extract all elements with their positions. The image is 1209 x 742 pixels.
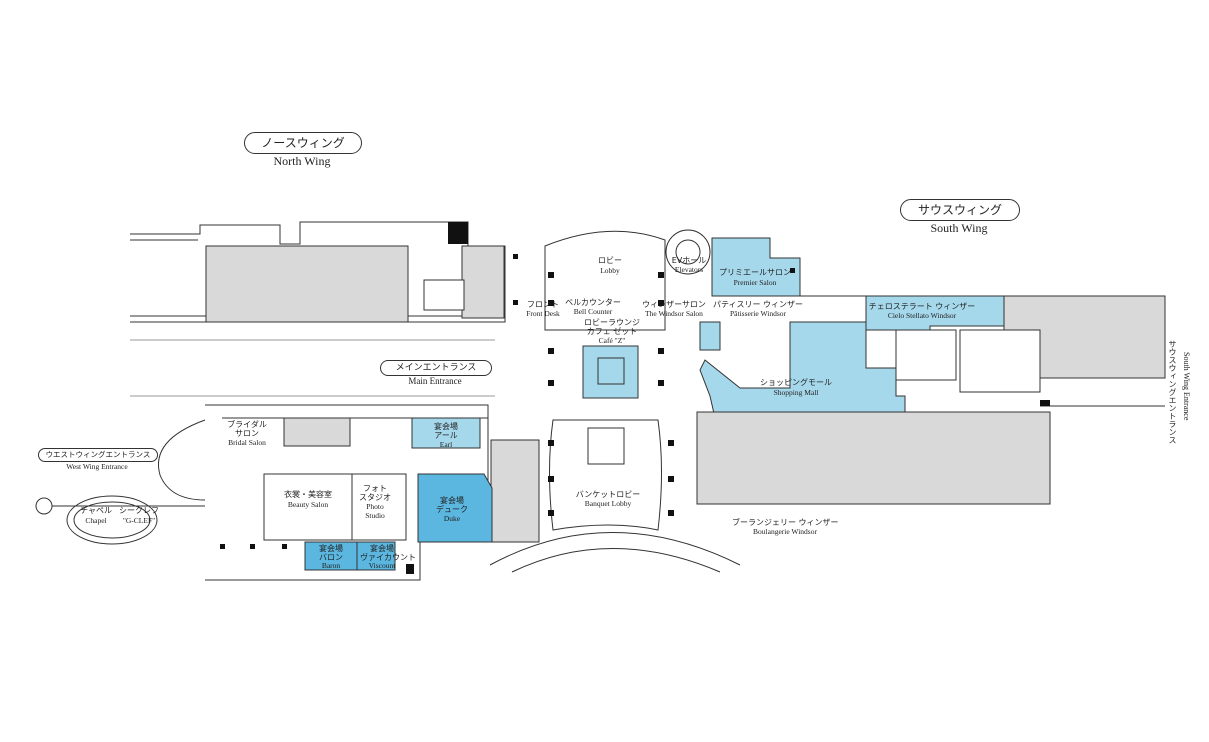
shopping-mall-label-en: Shopping Mall: [773, 388, 819, 397]
chapel-ring-outer: [66, 495, 158, 545]
west-entrance-label-en: West Wing Entrance: [66, 462, 128, 471]
ev-hall-label-jp: EVホール: [671, 256, 707, 265]
lobby-label-jp: ロビー: [598, 256, 622, 265]
baron-label-jp-1: 宴会場: [319, 544, 343, 553]
banquet-entrance-arc: [489, 532, 741, 566]
north-wing-annex: [461, 245, 505, 319]
chapel-label-jp: チャペル: [80, 506, 112, 515]
gclef-label-jp: シークレフ: [119, 506, 159, 515]
south-wing-rooms: [895, 329, 957, 381]
shopping-mall-label-jp: ショッピングモール: [760, 378, 832, 387]
north-wing-hall: [205, 245, 409, 323]
lobby-area: [544, 230, 666, 331]
viscount-label-jp-2: ヴァイカウント: [360, 553, 416, 562]
banquet-lobby-label-jp: バンケットロビー: [575, 490, 641, 499]
bell-counter-label-en: Bell Counter: [573, 307, 613, 316]
photo-studio-label-jp-2: スタジオ: [359, 493, 391, 502]
photo-studio-area: [351, 473, 407, 541]
south-entrance-label-jp: サウスウィングエントランス: [1168, 340, 1177, 444]
north-wing-block: [448, 222, 468, 244]
north-wing-label-en: North Wing: [273, 154, 331, 168]
south-wing-rooms-2: [959, 329, 1041, 393]
cielo-stellato-label-jp: チェロステラート ウィンザー: [868, 302, 976, 311]
baron-label-jp-2: バロン: [319, 553, 343, 562]
beauty-salon-area: [263, 473, 353, 541]
duke-area: [417, 473, 493, 543]
main-entrance-label-jp: メインエントランス: [380, 360, 492, 376]
photo-studio-label-en-1: Photo: [366, 502, 384, 511]
west-wing-arc: [158, 419, 206, 501]
baron-label-en: Baron: [321, 561, 341, 570]
cafe-z-label-jp-2: カフェ ゼット: [586, 327, 638, 336]
south-wing-label-en: South Wing: [930, 221, 988, 235]
elevator-core: [675, 239, 701, 265]
pillars: [220, 254, 1050, 574]
main-entrance-label-en: Main Entrance: [408, 376, 462, 386]
bridal-salon-label-jp-2: サロン: [235, 429, 259, 438]
premier-salon-label-jp: プリミエールサロン: [719, 268, 791, 277]
ev-hall-label-en: Elevators: [674, 265, 704, 274]
front-desk-label-jp: フロント: [527, 300, 559, 309]
lobby-label-en: Lobby: [600, 266, 620, 275]
banquet-lobby-label-en: Banquet Lobby: [584, 499, 632, 508]
viscount-label-jp-1: 宴会場: [370, 544, 394, 553]
bridal-salon-label-jp-1: ブライダル: [227, 420, 267, 429]
shopping-mall-area: [699, 321, 906, 419]
patisserie-label-en: Pâtisserie Windsor: [729, 309, 786, 318]
south-wing-hall-lower: [696, 411, 1051, 505]
cafe-z-bar: [597, 357, 625, 385]
beauty-salon-label-jp: 衣裳・美容室: [284, 490, 332, 499]
entrance-corridor: [130, 339, 495, 397]
banquet-stairs: [587, 427, 625, 465]
cielo-stellato-label-en: Cielo Stellato Windsor: [887, 311, 957, 320]
bell-counter-label-jp: ベルカウンター: [565, 298, 621, 307]
bridal-salon-label-en: Bridal Salon: [228, 438, 266, 447]
duke-label-jp-2: デューク: [436, 505, 468, 514]
north-wing-label-jp: ノースウィング: [244, 132, 362, 154]
earl-label-jp-1: 宴会場: [434, 422, 458, 431]
elevator-hall: [665, 229, 711, 275]
cafe-z-label-en: Café "Z": [598, 336, 626, 345]
duke-label-jp-1: 宴会場: [440, 496, 464, 505]
photo-studio-label-jp-1: フォト: [363, 484, 387, 493]
premier-salon-label-en: Premier Salon: [733, 278, 777, 287]
viscount-label-en: Viscount: [368, 561, 396, 570]
earl-label-en: Earl: [439, 440, 453, 449]
south-wing-label-jp: サウスウィング: [900, 199, 1020, 221]
premier-salon-area: [711, 237, 801, 297]
chapel-label-en: Chapel: [85, 516, 107, 525]
viscount-area: [356, 541, 396, 571]
windsor-salon-label-jp: ウィンザーサロン: [642, 300, 706, 309]
earl-area: [411, 417, 481, 449]
earl-label-jp-2: アール: [434, 431, 458, 440]
corridor-gray-block: [283, 417, 351, 447]
duke-label-en: Duke: [443, 514, 461, 523]
windsor-salon-label-en: The Windsor Salon: [645, 309, 703, 318]
banquet-entrance-arc-inner: [511, 548, 721, 573]
chapel-west-circle: [35, 497, 53, 515]
north-wing-room: [423, 279, 465, 311]
photo-studio-label-en-2: Studio: [365, 511, 385, 520]
beauty-salon-label-en: Beauty Salon: [287, 500, 329, 509]
patisserie-label-jp: パティスリー ウィンザー: [712, 300, 804, 309]
front-desk-label-en: Front Desk: [526, 309, 560, 318]
banquet-side-block: [490, 439, 540, 543]
chapel-ring-inner: [73, 501, 151, 539]
south-entrance-label-en: South Wing Entrance: [1182, 352, 1191, 421]
boulangerie-label-jp: ブーランジェリー ウィンザー: [732, 518, 839, 527]
patisserie-area: [699, 321, 721, 351]
gclef-label-en: "G-CLEF": [122, 516, 156, 525]
banquet-lobby-area: [549, 419, 662, 531]
cafe-z-label-jp-1: ロビーラウンジ: [584, 318, 640, 327]
west-entrance-label-jp: ウエストウィングエントランス: [38, 448, 158, 462]
boulangerie-label-en: Boulangerie Windsor: [753, 527, 817, 536]
cafe-z-area: [582, 345, 639, 399]
